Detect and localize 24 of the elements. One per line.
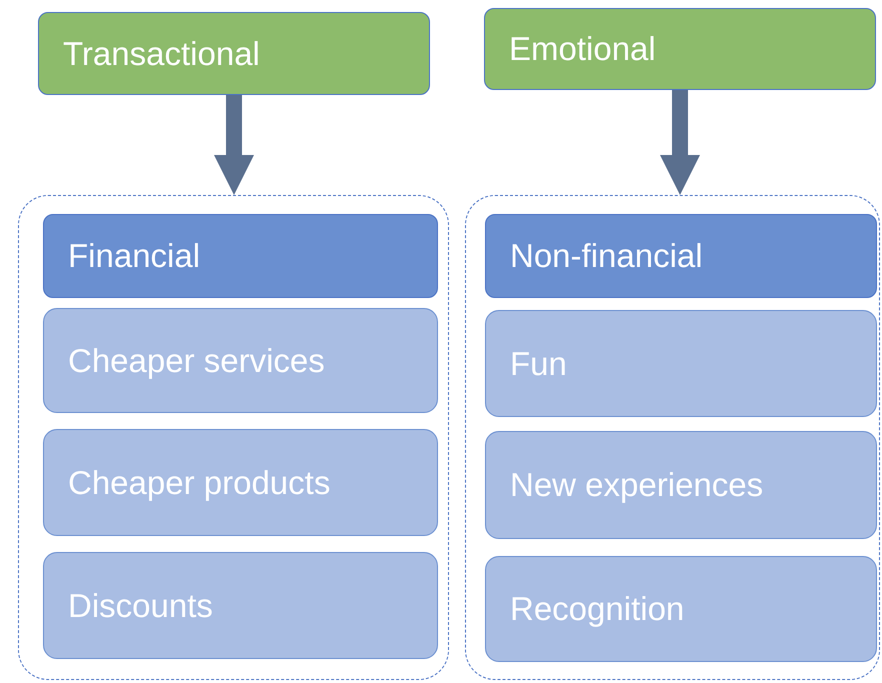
box-label: Cheaper services [67,342,325,380]
item-box [43,429,438,536]
category-box [484,8,876,90]
item-box [43,552,438,659]
item-box [43,308,438,413]
box-label: New experiences [509,466,764,504]
box-label: Financial [67,237,200,275]
box-label: Transactional [62,34,260,72]
box-label: Non-financial [509,237,703,275]
subcategory-box [485,214,877,298]
arrow [214,95,254,195]
item-box [485,431,877,539]
subcategory-box [43,214,438,298]
group-frame [465,195,880,680]
category-box [38,12,430,95]
box-label: Discounts [67,586,213,624]
box-label: Recognition [509,590,684,628]
box-label: Cheaper products [67,464,330,502]
box-label: Emotional [508,30,656,68]
group-frame [18,195,449,680]
arrow [660,90,700,195]
box-label: Fun [509,344,567,382]
item-box [485,556,877,662]
item-box [485,310,877,417]
